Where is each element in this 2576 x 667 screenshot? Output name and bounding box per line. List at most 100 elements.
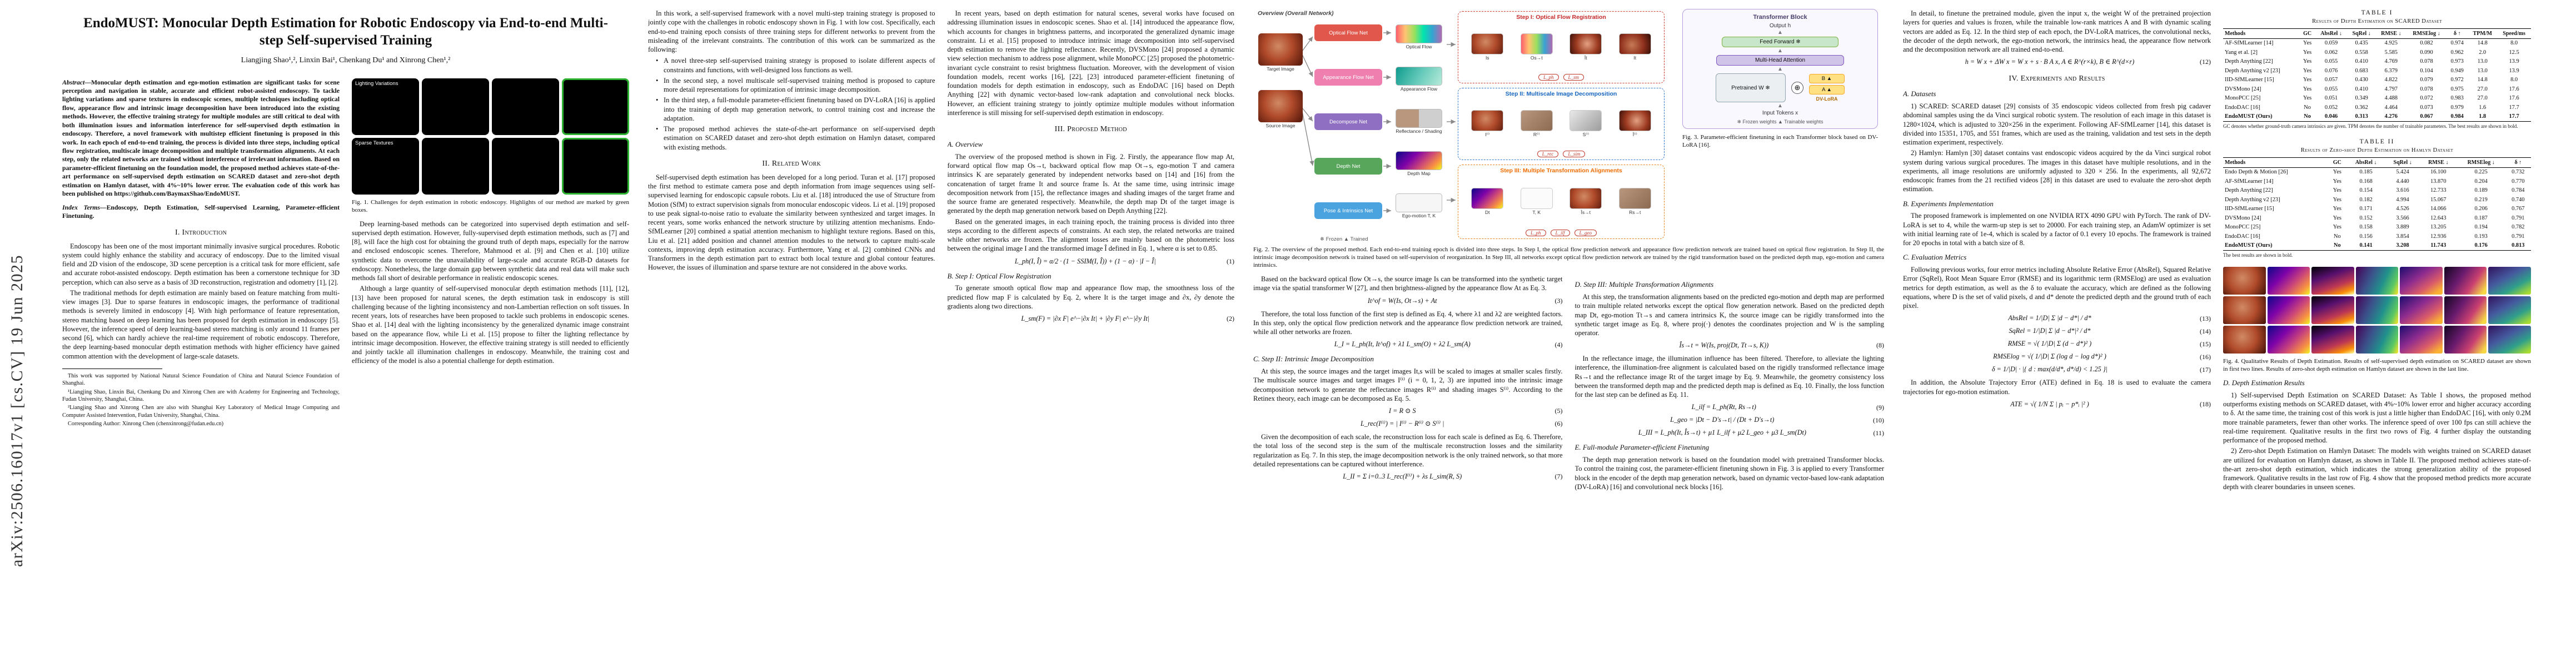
column-header: SqRel ↓ [2385, 157, 2420, 168]
fig2-step1-title: Step I: Optical Flow Registration [1516, 14, 1606, 21]
endoscopy-image: Sparse Textures [352, 137, 419, 195]
paragraph: 1) SCARED: SCARED dataset [29] consists … [1903, 102, 2211, 147]
section-related-work: II. Related Work [762, 159, 821, 168]
section-proposed-method: III. Proposed Method [1054, 125, 1127, 133]
fig2-output: Appearance Flow [1392, 67, 1446, 92]
mini-label: Îs→t [1581, 210, 1591, 216]
metric-value: 0.090 [2420, 49, 2433, 56]
metric-value: 13.205 [2430, 224, 2447, 231]
code-link[interactable]: https://github.com/BaymaxShao/EndoMUST. [114, 190, 240, 198]
column-header: RMSE ↓ [2419, 157, 2457, 168]
method-name: EndoDAC [16] [2225, 104, 2260, 111]
column-header: RMSE ↓ [2375, 28, 2406, 39]
column-header: TPM/M [2468, 28, 2498, 39]
fig2-overview-label: Overview (Overall Network) [1258, 10, 1334, 17]
paragraph: 2) Hamlyn: Hamlyn [30] dataset contains … [1903, 149, 2211, 193]
fig2-output: Ego-motion T, K [1392, 193, 1446, 219]
abstract-label: Abstract— [62, 78, 91, 86]
figure-1: Lighting Variations Sparse Textures Fig.… [352, 78, 629, 214]
endoscopy-image [492, 137, 559, 195]
loss-badge: L_ph [1525, 230, 1546, 236]
metric-value: 0.813 [2505, 241, 2531, 251]
fig2-step2-title: Step II: Multiscale Image Decomposition [1505, 91, 1617, 97]
depth-map-tile [2488, 325, 2531, 354]
equation-body: L_geo = |Dt − D's→t| / (Dt + D's→t) [1670, 416, 1775, 424]
equation-number: (11) [1873, 429, 1884, 437]
bullet-item: In the second step, a novel multiscale s… [656, 76, 935, 94]
metric-value: Yes [2333, 178, 2341, 185]
subsection-metrics: C. Evaluation Metrics [1903, 253, 1967, 262]
dv-lora-branch: B ▲ A ▲ DV-LoRA [1809, 74, 1845, 102]
method-name: Yang et al. [2] [2225, 49, 2258, 56]
metric-value: Yes [2333, 206, 2341, 212]
metric-value: 4.769 [2384, 58, 2398, 65]
metric-value: 17.7 [2497, 112, 2531, 122]
metric-value: 17.7 [2509, 104, 2519, 111]
metric-value: 5.424 [2396, 169, 2409, 176]
equation-number: (5) [1554, 407, 1563, 415]
method-name: AF-SfMLearner [14] [2225, 178, 2274, 185]
metric-value: 4.464 [2384, 104, 2398, 111]
method-name: Depth Anything v2 [23] [2225, 67, 2280, 74]
metric-value: 0.055 [2324, 58, 2338, 65]
fig2-output-label: Appearance Flow [1400, 86, 1438, 92]
fig2-mini-item: I⁽ⁱ⁾ [1468, 110, 1506, 138]
metric-value: No [2328, 241, 2346, 251]
column-header: GC [2299, 28, 2315, 39]
method-name: Depth Anything v2 [23] [2225, 196, 2280, 203]
paragraph: Deep learning-based methods can be categ… [352, 220, 629, 282]
metric-value: 0.057 [2324, 77, 2338, 83]
mini-thumbnail [1520, 110, 1553, 132]
figure4-caption: Fig. 4. Qualitative Results of Depth Est… [2223, 357, 2531, 373]
column-header: Methods [2223, 28, 2300, 39]
metric-value: 0.152 [2359, 215, 2373, 221]
metric-value: 0.158 [2359, 224, 2373, 231]
figure4-depth-grid [2223, 266, 2531, 354]
metric-value: 0.072 [2420, 95, 2433, 102]
metric-value: 2.0 [2479, 49, 2487, 56]
metric-value: 0.784 [2512, 187, 2525, 194]
network-block: Optical Flow Net [1314, 24, 1382, 41]
metric-value: 0.983 [2450, 95, 2464, 102]
figure-3: Transformer Block Output h ▲ Feed Forwar… [1676, 9, 1884, 155]
depth-map-tile [2311, 325, 2354, 354]
footnote-line[interactable]: Corresponding Author: Xinrong Chen (chen… [68, 421, 224, 427]
fig2-mini-item: It [1616, 33, 1654, 61]
fig2-mini-item: S⁽ⁱ⁾ [1567, 110, 1605, 138]
fig2-output-column: Optical Flow Appearance Flow Reflectance… [1392, 24, 1446, 219]
loss-badge: L_rec [1537, 151, 1559, 157]
metric-value: 0.193 [2474, 233, 2488, 240]
subsection-results: D. Depth Estimation Results [2223, 379, 2305, 387]
metric-value: 12.936 [2430, 233, 2447, 240]
figure2-caption: Fig. 2. The overview of the proposed met… [1253, 246, 1884, 269]
mini-label: Is [1485, 55, 1489, 61]
metric-value: Yes [2303, 49, 2312, 56]
fig3-lora-row: Pretrained W ❄ ⊕ B ▲ A ▲ DV-LoRA [1716, 73, 1845, 102]
endoscopy-thumbnail [1258, 90, 1303, 122]
depth-map-tile [2267, 266, 2310, 295]
fig2-output-label: Optical Flow [1406, 44, 1432, 49]
equation-number: (8) [1876, 341, 1884, 350]
metric-value: 12.5 [2509, 49, 2519, 56]
arxiv-stamp: arXiv:2506.16017v1 [cs.CV] 19 Jun 2025 [8, 255, 26, 567]
metric-value: 11.743 [2419, 241, 2457, 251]
paragraph: Following previous works, four error met… [1903, 266, 2211, 310]
metric-value: 4.488 [2384, 95, 2398, 102]
equation-number: (15) [2200, 340, 2211, 348]
network-block: Pose & Intrinsics Net [1314, 202, 1382, 219]
mini-label: I⁽ⁱ⁾ [1485, 132, 1490, 138]
mini-label: R⁽ⁱ⁾ [1533, 132, 1540, 138]
metric-value: 0.141 [2346, 241, 2386, 251]
metric-value: 16.100 [2430, 169, 2447, 176]
metric-value: Yes [2303, 86, 2312, 92]
bullet-item: In the third step, a full-module paramet… [656, 96, 935, 123]
equation: L_geo = |Dt − D's→t| / (Dt + D's→t)(10) [1575, 416, 1884, 425]
equation: L_I = L_ph(It, It^of) + λ1 L_sm(O) + λ2 … [1253, 340, 1563, 349]
